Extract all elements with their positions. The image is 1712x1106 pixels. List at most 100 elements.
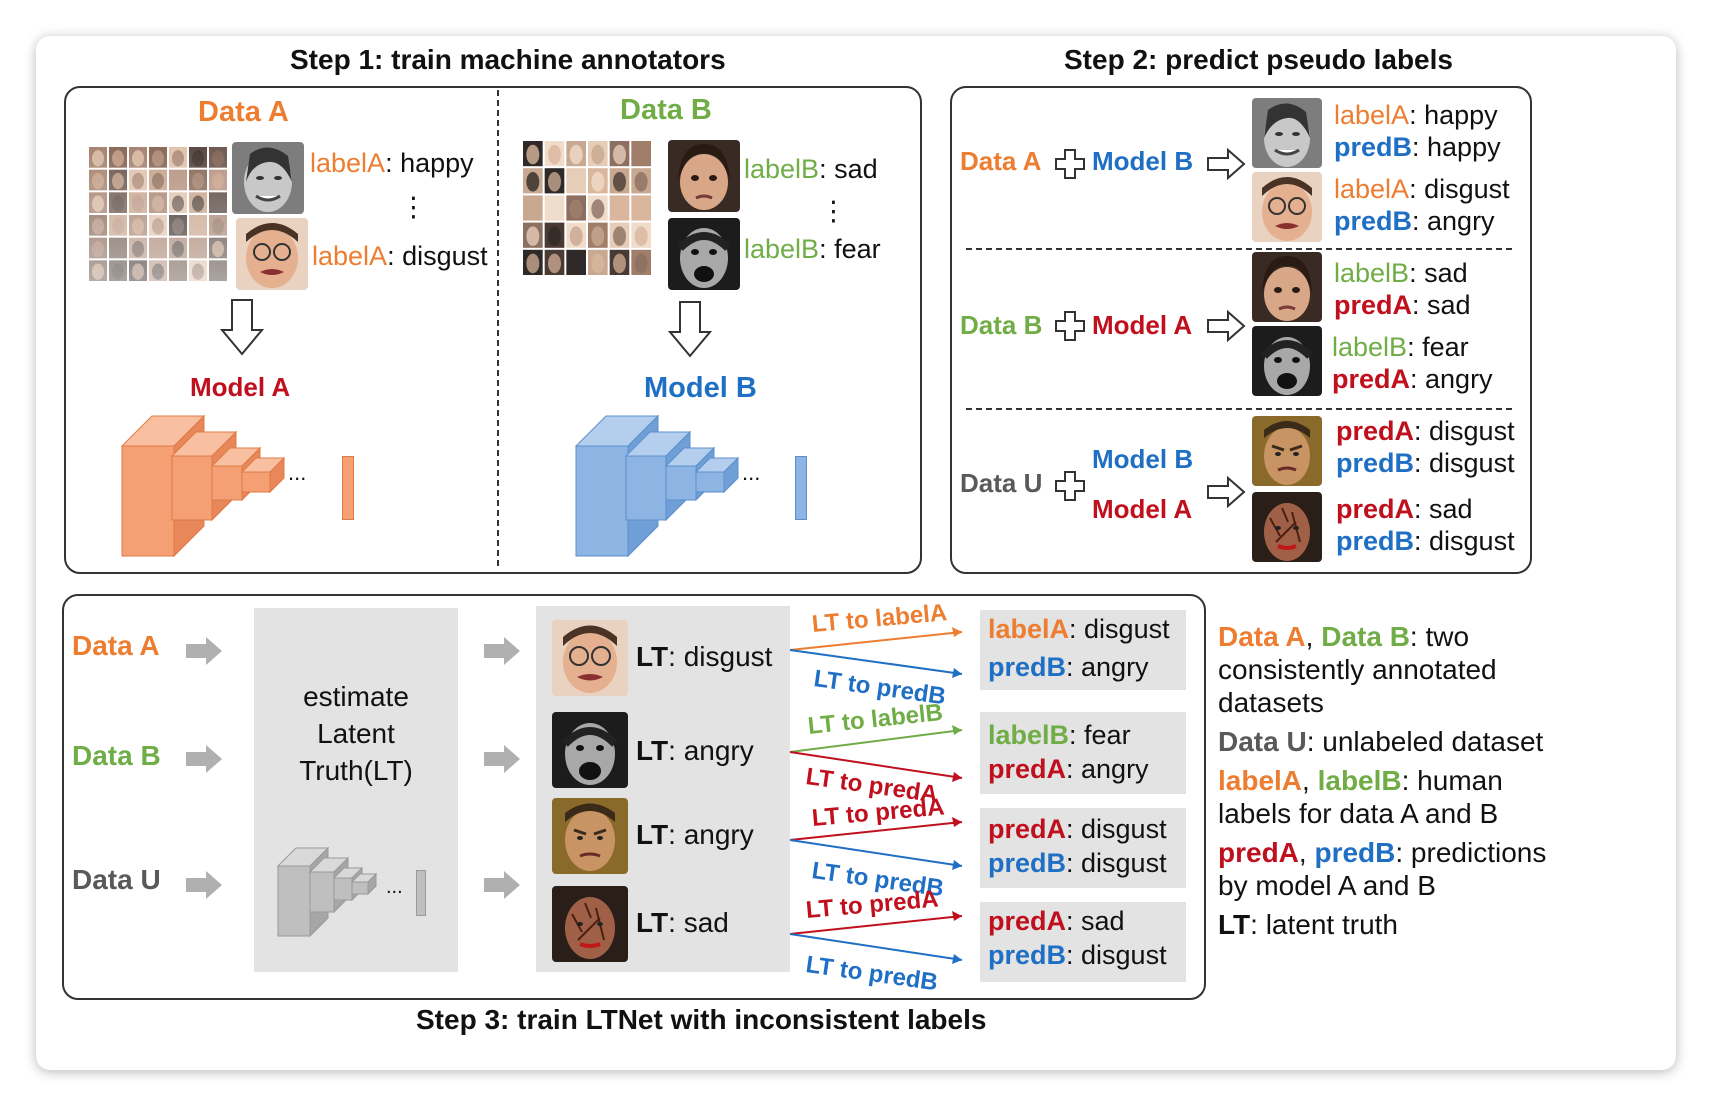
result-box xyxy=(980,610,1186,690)
step3-input-data-b: Data B xyxy=(72,740,161,771)
step1-model-a-label: Model A xyxy=(190,372,291,402)
legend-predictions: predA, predB: predictions by model A and… xyxy=(1218,837,1547,901)
step1-b-row1: labelB: sad xyxy=(744,154,878,184)
down-arrow-a-icon xyxy=(219,299,265,356)
step2-title: Step 2: predict pseudo labels xyxy=(1064,44,1453,75)
model-b-output-layer xyxy=(795,456,807,520)
step2-s3-data: Data U xyxy=(960,468,1043,498)
step3-title: Step 3: train LTNet with inconsistent la… xyxy=(416,1004,987,1035)
face-disgust-glasses xyxy=(1252,172,1322,242)
step1-a-row1: labelA: happy xyxy=(310,148,474,178)
step2-divider-2 xyxy=(966,408,1512,410)
step2-row: predA: sad xyxy=(1336,494,1473,524)
model-b-ellipsis: ... xyxy=(742,460,761,485)
face-angry-man xyxy=(1252,416,1322,486)
result-row: predB: disgust xyxy=(988,848,1167,878)
model-a-output-layer xyxy=(342,456,354,520)
gray-arrow-icon xyxy=(484,745,520,773)
result-row: predA: angry xyxy=(988,754,1149,784)
ltnet-ellipsis: ... xyxy=(386,876,403,898)
legend-human-labels: labelA, labelB: human labels for data A … xyxy=(1218,765,1503,829)
face-painted-man xyxy=(552,886,628,962)
step1-data-b-label: Data B xyxy=(620,94,712,126)
step1-a-vdots: ⋮ xyxy=(400,192,427,222)
result-box xyxy=(980,712,1186,794)
face-fear-bw xyxy=(668,218,740,290)
face-angry-man xyxy=(552,798,628,874)
gray-arrow-icon xyxy=(484,871,520,899)
face-happy-woman xyxy=(232,142,304,214)
gray-arrow-icon xyxy=(186,745,222,773)
step2-row: labelB: fear xyxy=(1332,332,1469,362)
right-arrow-icon xyxy=(1207,309,1246,343)
legend-latent-truth: LT: latent truth xyxy=(1218,909,1399,940)
model-a-network-icon xyxy=(120,414,286,558)
ltnet-network-icon xyxy=(276,846,378,938)
legend-datasets: Data A, Data B: two consistently annotat… xyxy=(1218,621,1497,718)
step2-row: labelA: disgust xyxy=(1334,174,1510,204)
model-b-network-icon xyxy=(574,414,740,558)
face-fear-bw xyxy=(552,712,628,788)
face-happy-woman xyxy=(1252,98,1322,168)
step2-row: predA: disgust xyxy=(1336,416,1515,446)
lt-row: LT: angry xyxy=(636,735,754,766)
right-arrow-icon xyxy=(1207,475,1246,509)
step2-s3-model-2: Model A xyxy=(1092,494,1193,524)
result-row: labelA: disgust xyxy=(988,614,1170,644)
face-disgust-glasses xyxy=(236,218,308,290)
legend-unlabeled: Data U: unlabeled dataset xyxy=(1218,726,1544,757)
step2-row: predB: disgust xyxy=(1336,448,1515,478)
face-sad-girl xyxy=(1252,252,1322,322)
result-row: predA: disgust xyxy=(988,814,1167,844)
plus-icon xyxy=(1055,471,1085,501)
step1-title: Step 1: train machine annotators xyxy=(290,44,726,75)
step2-divider-1 xyxy=(966,248,1512,250)
step2-s2-data: Data B xyxy=(960,310,1043,340)
data-b-mosaic xyxy=(523,141,651,275)
result-box xyxy=(980,902,1186,982)
lt-row: LT: disgust xyxy=(636,641,773,672)
legend: Data A, Data B: two consistently annotat… xyxy=(1218,620,1598,947)
plus-icon xyxy=(1055,149,1085,179)
face-sad-girl xyxy=(668,140,740,212)
model-a-ellipsis: ... xyxy=(288,460,307,485)
result-row: predB: angry xyxy=(988,652,1149,682)
gray-arrow-icon xyxy=(484,637,520,665)
step3-input-data-a: Data A xyxy=(72,630,160,661)
lt-row: LT: angry xyxy=(636,819,754,850)
result-row: labelB: fear xyxy=(988,720,1131,750)
step1-divider xyxy=(497,90,499,566)
result-box xyxy=(980,808,1186,888)
step1-model-b-label: Model B xyxy=(644,372,757,404)
result-row: predB: disgust xyxy=(988,940,1167,970)
face-fear-bw xyxy=(1252,326,1322,396)
step2-s3-model-1: Model B xyxy=(1092,444,1194,474)
step2-row: predB: angry xyxy=(1334,206,1495,236)
right-arrow-icon xyxy=(1207,147,1246,181)
plus-icon xyxy=(1055,311,1085,341)
step2-s1-model: Model B xyxy=(1092,146,1194,176)
down-arrow-b-icon xyxy=(667,301,713,358)
lt-row: LT: sad xyxy=(636,907,729,938)
gray-arrow-icon xyxy=(186,871,222,899)
step2-row: predA: sad xyxy=(1334,290,1471,320)
loss-arrows xyxy=(789,627,963,964)
gray-arrow-icon xyxy=(186,637,222,665)
step2-row: predA: angry xyxy=(1332,364,1493,394)
step2-s2-model: Model A xyxy=(1092,310,1193,340)
step1-data-a-label: Data A xyxy=(198,96,289,128)
step2-s1-data: Data A xyxy=(960,146,1042,176)
step2-row: predB: disgust xyxy=(1336,526,1515,556)
result-row: predA: sad xyxy=(988,906,1125,936)
step2-row: labelA: happy xyxy=(1334,100,1498,130)
step1-a-row2: labelA: disgust xyxy=(312,241,488,271)
step2-row: predB: happy xyxy=(1334,132,1501,162)
ltnet-output-layer xyxy=(416,870,426,916)
step3-input-data-u: Data U xyxy=(72,864,161,895)
step1-b-vdots: ⋮ xyxy=(820,196,847,226)
data-a-mosaic xyxy=(88,146,228,282)
face-painted-man xyxy=(1252,492,1322,562)
step2-row: labelB: sad xyxy=(1334,258,1468,288)
step1-b-row2: labelB: fear xyxy=(744,234,881,264)
face-disgust-glasses xyxy=(552,620,628,696)
